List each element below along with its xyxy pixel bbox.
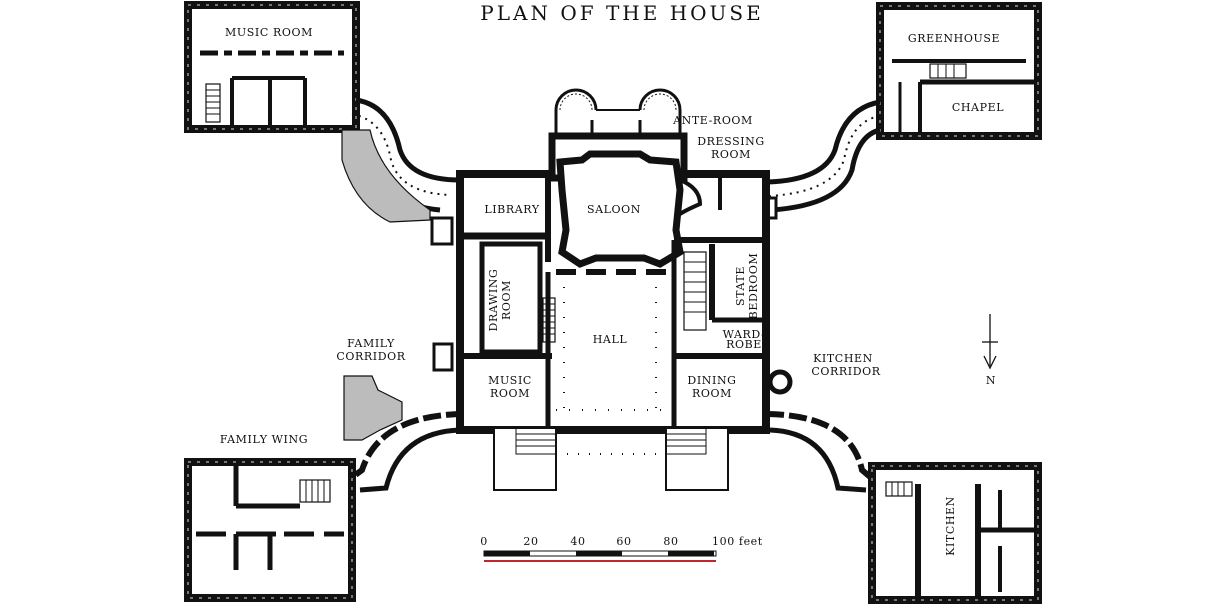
scale-tick-100-feet: 100 feet (712, 535, 763, 548)
north-label: N (986, 374, 996, 387)
label-chapel: CHAPEL (952, 101, 1004, 114)
label-library: LIBRARY (484, 203, 540, 216)
label-drawing-room-line1: DRAWING (487, 269, 500, 332)
front-steps (493, 427, 729, 491)
label-saloon: SALOON (587, 203, 641, 216)
label-state-bedroom-line2: BEDROOM (747, 253, 760, 320)
label-family-wing: FAMILY WING (220, 433, 308, 446)
label-dining-room-line1: DINING (687, 374, 736, 387)
plan-title: PLAN OF THE HOUSE (480, 1, 763, 25)
label-dressing-room-line1: DRESSING (697, 135, 765, 148)
label-music-room-line1: MUSIC (488, 374, 532, 387)
greenhouse-chapel-wing (876, 2, 1042, 140)
family-corridor-curve (343, 342, 465, 493)
kitchen-corridor-curve (765, 411, 878, 493)
label-kitchen: KITCHEN (944, 496, 957, 556)
label-drawing-room-line2: ROOM (500, 280, 513, 320)
north-arrow: N (982, 314, 998, 387)
room-labels: MUSIC ROOM GREENHOUSE CHAPEL ANTE-ROOM D… (220, 26, 1004, 556)
right-quadrant-colonnade (760, 99, 881, 220)
left-quadrant-colonnade (341, 97, 461, 246)
label-state-bedroom-line1: STATE (734, 266, 747, 306)
label-music-room-wing: MUSIC ROOM (225, 26, 313, 39)
label-kitchen-corridor-line1: KITCHEN (813, 352, 873, 365)
family-wing-building (184, 458, 356, 602)
scale-tick-80: 80 (663, 535, 678, 548)
saloon-horseshoe-stair (554, 88, 682, 136)
label-greenhouse: GREENHOUSE (908, 32, 1000, 45)
label-family-corridor-line2: CORRIDOR (336, 350, 405, 363)
label-ante-room: ANTE-ROOM (672, 114, 753, 127)
scale-tick-40: 40 (570, 535, 585, 548)
label-family-corridor-line1: FAMILY (347, 337, 395, 350)
music-room-wing (184, 1, 360, 133)
label-dressing-room-line2: ROOM (711, 148, 751, 161)
label-wardrobe-line1: WARD- (723, 328, 766, 341)
label-dining-room-line2: ROOM (692, 387, 732, 400)
main-block (456, 132, 793, 434)
label-music-room-line2: ROOM (490, 387, 530, 400)
label-wardrobe-line2: ROBE (726, 338, 762, 351)
label-kitchen-corridor-line2: CORRIDOR (811, 365, 880, 378)
scale-tick-20: 20 (523, 535, 538, 548)
label-hall: HALL (593, 333, 628, 346)
scale-tick-0: 0 (480, 535, 488, 548)
kitchen-wing-building (868, 462, 1042, 604)
scale-bar: 0 20 40 60 80 100 feet (480, 535, 763, 562)
scale-tick-60: 60 (616, 535, 631, 548)
